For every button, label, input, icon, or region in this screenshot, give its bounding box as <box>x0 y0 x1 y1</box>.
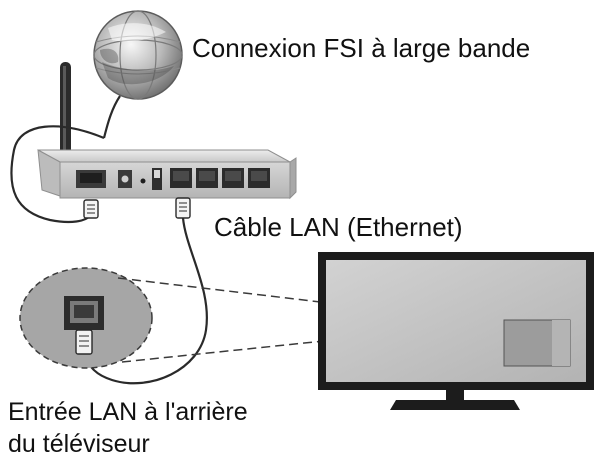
ethernet-cable <box>84 217 208 385</box>
globe-icon <box>93 10 183 100</box>
isp-cable <box>102 95 121 139</box>
lan-plug-icon <box>175 197 191 219</box>
tv-lan-input-label: Entrée LAN à l'arrière du téléviseur <box>8 396 248 460</box>
television-icon <box>318 252 594 410</box>
lan-cable-label: Câble LAN (Ethernet) <box>214 212 463 242</box>
tv-lan-input-label-line2: du téléviseur <box>8 430 150 458</box>
zoom-line-bottom <box>121 321 507 363</box>
wan-cable <box>10 125 105 224</box>
isp-connection-label: Connexion FSI à large bande <box>192 33 531 63</box>
lan-input-zoom <box>19 267 153 369</box>
wan-plug-icon <box>83 199 99 219</box>
router-icon <box>37 149 297 200</box>
tv-lan-input-label-line1: Entrée LAN à l'arrière <box>8 398 248 426</box>
